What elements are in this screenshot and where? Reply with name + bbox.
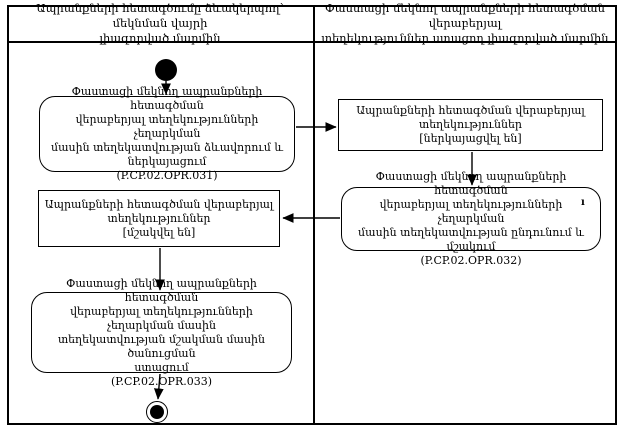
state-box-info-presented: Ապրանքների հետագծման վերաբերյալ տեղեկութ… — [338, 99, 603, 151]
initial-node-icon — [155, 59, 177, 81]
stray-print-artifact: ı — [581, 197, 585, 208]
activity-label: Փաստացի մեկնող ապրանքների հետագծման վերա… — [57, 276, 266, 374]
state-value: [մշակվել են] — [122, 225, 196, 239]
diagram-frame — [7, 5, 617, 425]
state-value: [ներկայացվել են] — [419, 132, 522, 145]
activity-box-op031: Փաստացի մեկնող ապրանքների հետագծման վերա… — [39, 85, 295, 182]
activity-code: (P.CP.02.OPR.033) — [110, 374, 213, 388]
final-node-icon — [146, 401, 168, 423]
state-box-info-processed: Ապրանքների հետագծման վերաբերյալ տեղեկութ… — [38, 190, 280, 247]
swimlane-header-divider — [7, 41, 617, 43]
activity-label: Փաստացի մեկնող ապրանքների հետագծման վերա… — [51, 85, 283, 168]
state-label: Ապրանքների հետագծման վերաբերյալ տեղեկութ… — [44, 197, 274, 225]
final-node-inner-dot — [150, 405, 164, 419]
activity-code: (P.CP.02.OPR.032) — [420, 254, 522, 267]
state-label: Ապրանքների հետագծման վերաբերյալ տեղեկութ… — [356, 104, 585, 131]
swimlane-header-departure-authority: Ապրանքների հետագծումը ձևակերպող՝ մեկնման… — [36, 0, 284, 45]
activity-box-op033: Փաստացի մեկնող ապրանքների հետագծման վերա… — [31, 277, 292, 388]
activity-code: (P.CP.02.OPR.031) — [116, 169, 218, 182]
activity-label: Փաստացի մեկնող ապրանքների հետագծման վերա… — [358, 170, 584, 253]
swimlane-header-receiving-authority: Փաստացի մեկնող ապրանքների հետագծման վերա… — [321, 0, 609, 45]
activity-box-op032: Փաստացի մեկնող ապրանքների հետագծման վերա… — [341, 170, 601, 267]
swimlane-divider — [313, 5, 315, 425]
